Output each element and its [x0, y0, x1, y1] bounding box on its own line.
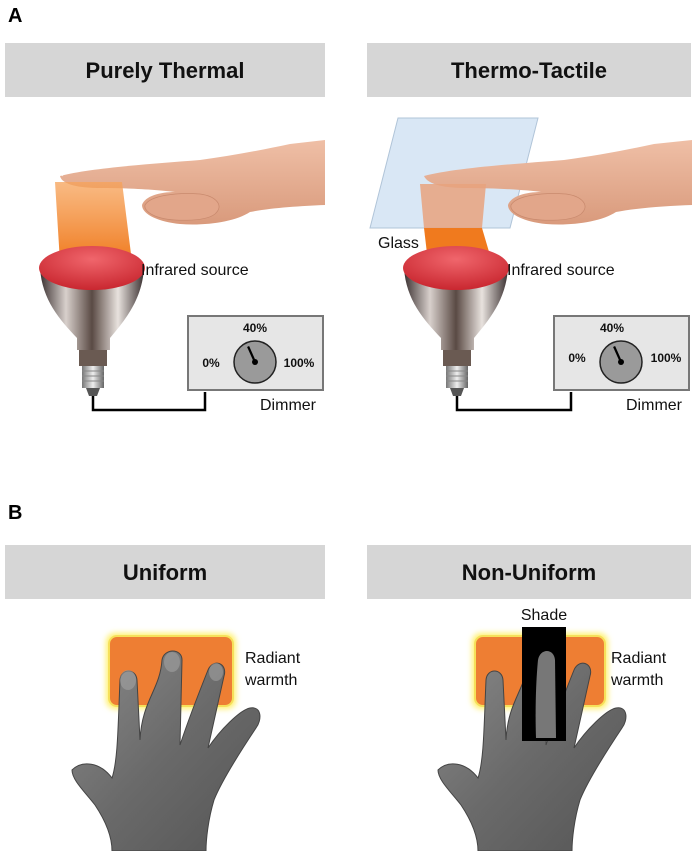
hand-right-illustration — [424, 140, 692, 225]
hand-non-uniform-illustration — [437, 650, 627, 851]
panel-a-letter: A — [8, 5, 22, 27]
dimmer-right: 40% 0% 100% — [553, 315, 690, 391]
header-thermo-tactile-bg — [367, 43, 691, 97]
header-purely-thermal: Purely Thermal — [86, 58, 245, 83]
infrared-beam-right-through-glass — [420, 184, 486, 228]
lamp-dome-left — [39, 246, 145, 290]
lamp-base-left — [82, 366, 104, 388]
dimmer-label-right: Dimmer — [626, 397, 683, 414]
infrared-source-label-right: Infrared source — [507, 262, 615, 279]
hand-left-illustration — [60, 140, 325, 225]
header-non-uniform: Non-Uniform — [462, 560, 596, 585]
dimmer-min-left: 0% — [202, 356, 220, 370]
lamp-dome-right — [403, 246, 509, 290]
infrared-source-label-left: Infrared source — [141, 262, 249, 279]
header-uniform: Uniform — [123, 560, 207, 585]
lamp-base-right — [446, 366, 468, 388]
radiant-warmth-label-right-2: warmth — [610, 672, 663, 689]
infrared-lamp-left — [39, 246, 145, 396]
infrared-lamp-right — [403, 246, 509, 396]
radiant-warmth-label-left-2: warmth — [244, 672, 297, 689]
radiant-warmth-label-left-1: Radiant — [245, 650, 301, 667]
dimmer-setting-right: 40% — [600, 321, 624, 335]
dimmer-setting-left: 40% — [243, 321, 267, 335]
panel-b-letter: B — [8, 502, 22, 524]
dimmer-max-left: 100% — [284, 356, 315, 370]
infrared-beam-left — [55, 182, 132, 262]
shade-label: Shade — [521, 607, 567, 624]
header-non-uniform-bg — [367, 545, 691, 599]
header-purely-thermal-bg — [5, 43, 325, 97]
radiant-warmth-label-right-1: Radiant — [611, 650, 667, 667]
dimmer-left: 40% 0% 100% — [187, 315, 324, 391]
wire-right — [455, 392, 573, 412]
wire-left — [91, 392, 207, 412]
hand-uniform-illustration — [71, 650, 261, 851]
header-thermo-tactile: Thermo-Tactile — [451, 58, 607, 83]
glass-label: Glass — [378, 235, 419, 252]
dimmer-max-right: 100% — [651, 351, 682, 365]
dimmer-label-left: Dimmer — [260, 397, 317, 414]
shaded-finger — [535, 651, 556, 738]
dimmer-min-right: 0% — [568, 351, 586, 365]
header-uniform-bg — [5, 545, 325, 599]
